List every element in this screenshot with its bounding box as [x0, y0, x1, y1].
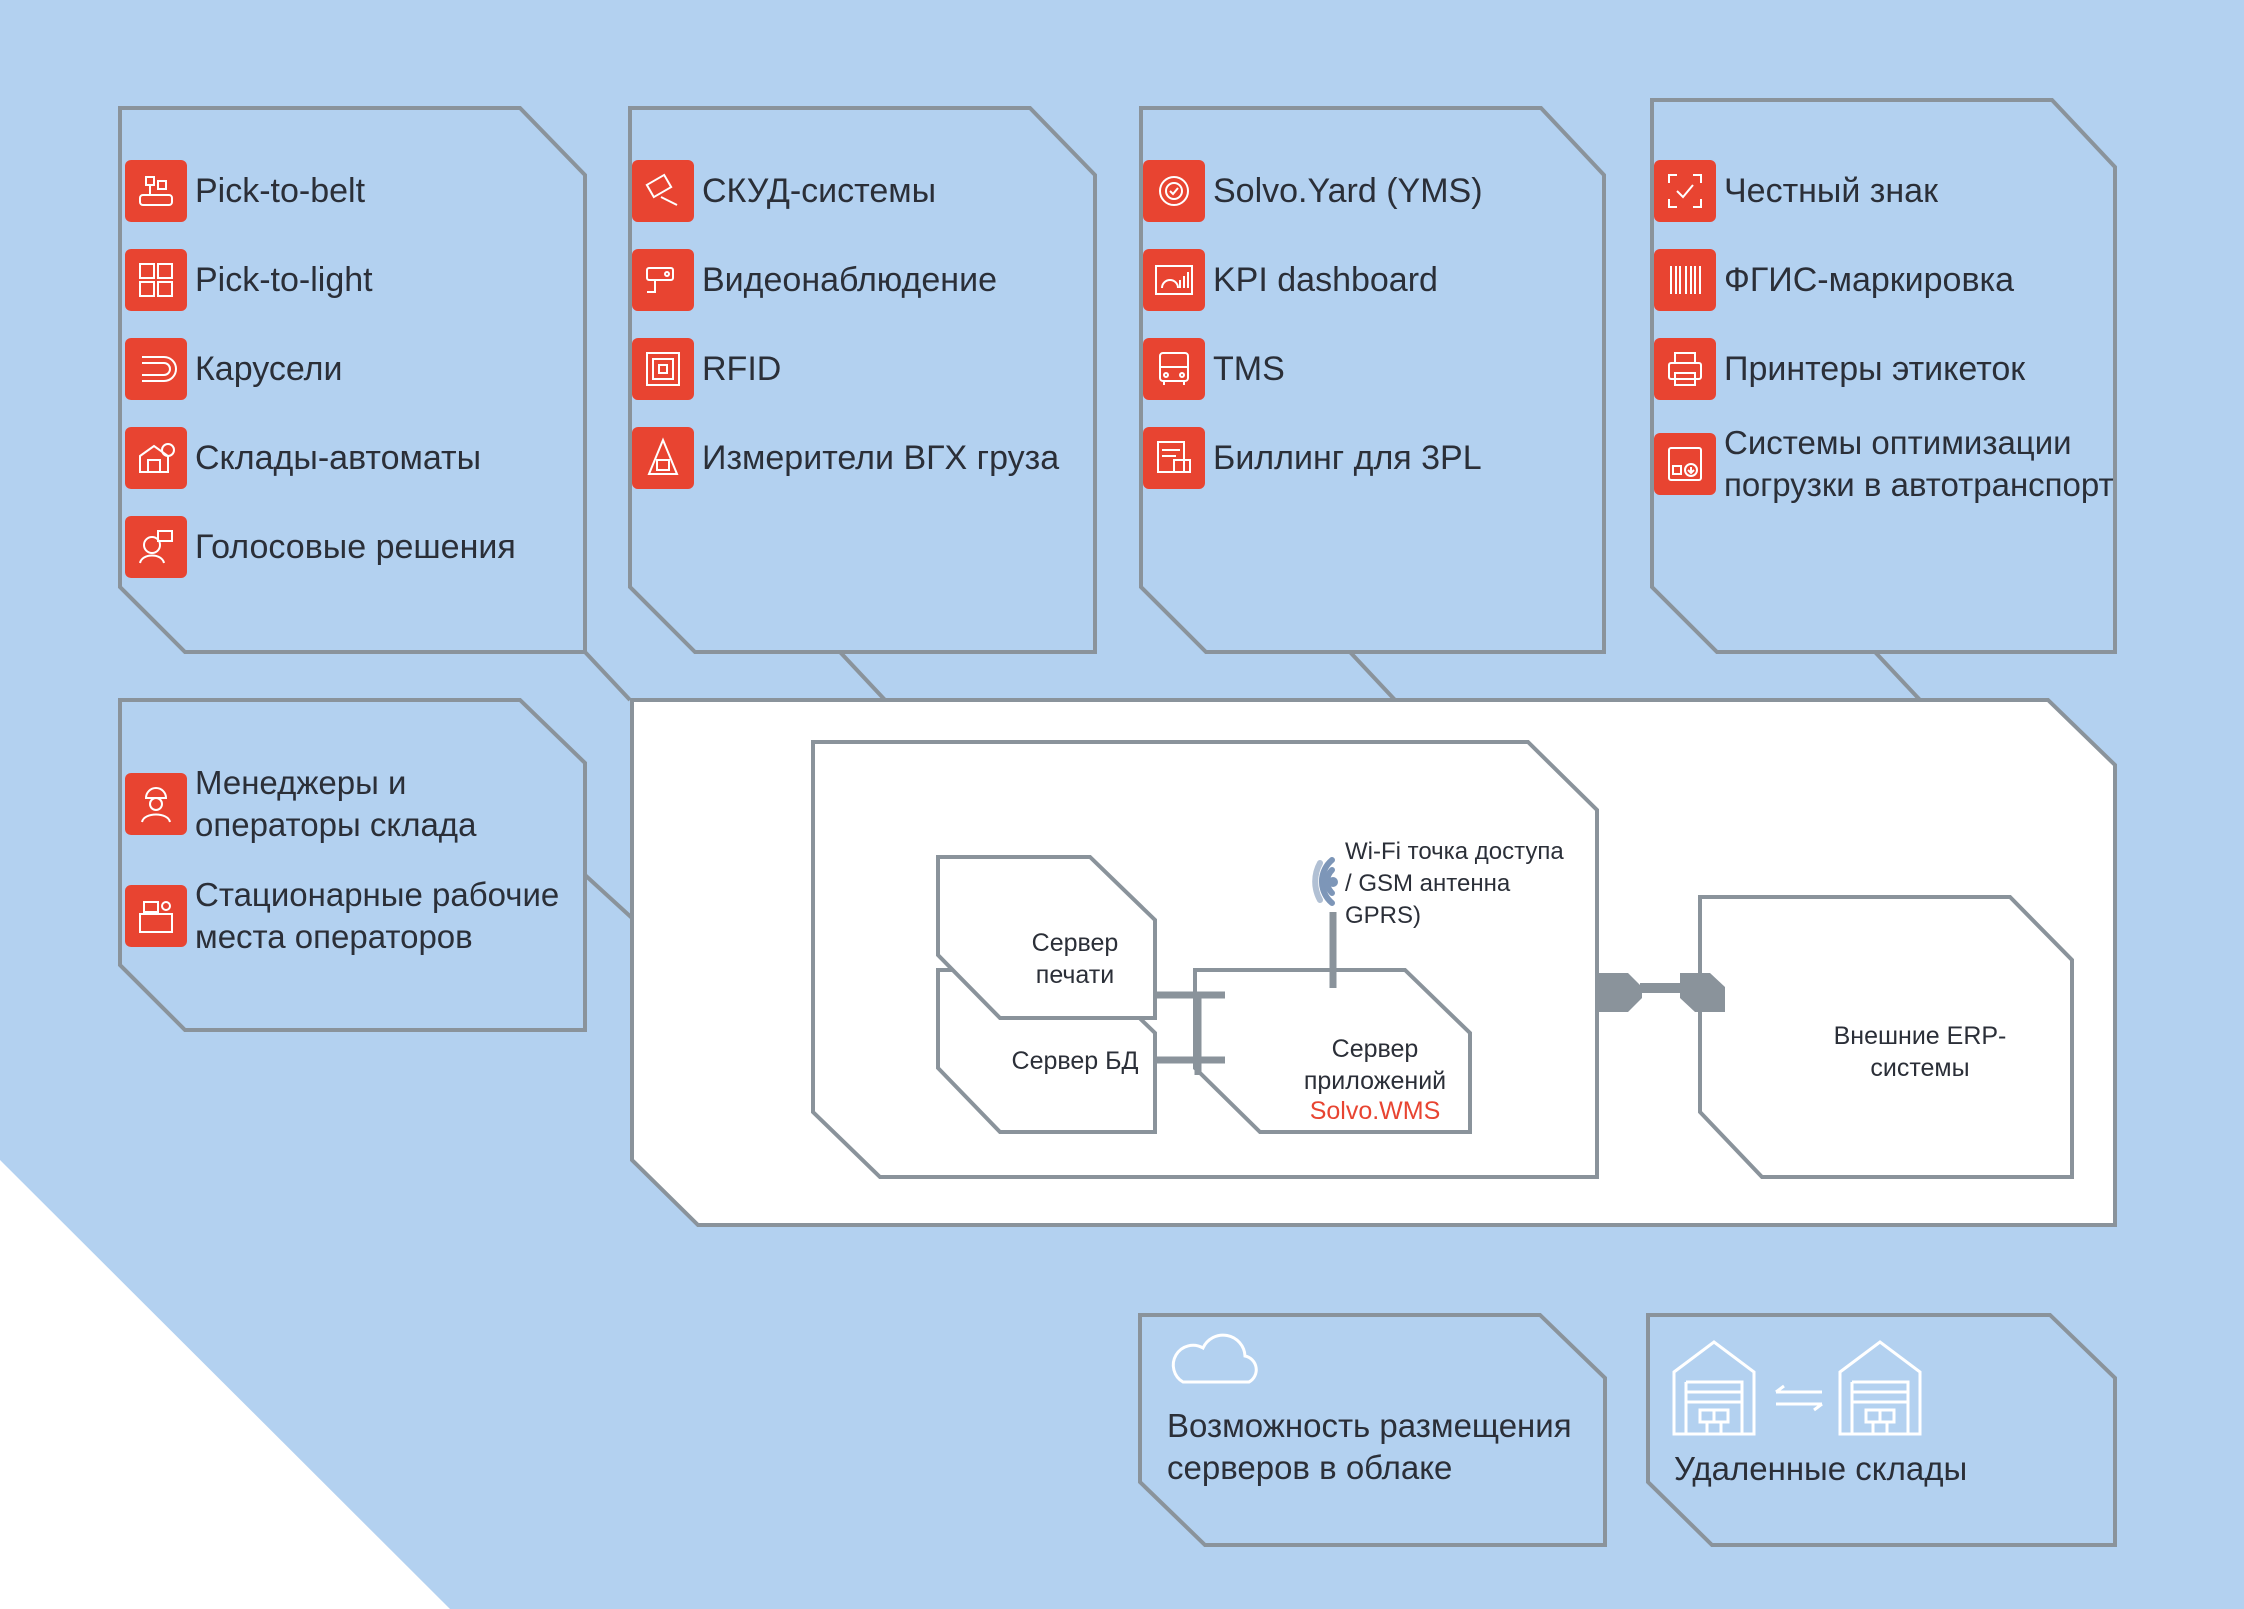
- access-card-icon: [632, 160, 694, 222]
- erp-systems-label: Внешние ERP-системы: [1833, 1022, 2007, 1082]
- integration-item: Карусели: [125, 338, 342, 400]
- carousel-icon: [125, 338, 187, 400]
- item-label: Pick-to-light: [195, 261, 373, 299]
- item-label: Системы оптимизации погрузки в автотранс…: [1724, 424, 2114, 503]
- worker-icon: [125, 773, 187, 835]
- integration-item: Видеонаблюдение: [632, 249, 997, 311]
- gear-check-icon: [1143, 160, 1205, 222]
- loading-box-icon: [1654, 433, 1716, 495]
- item-label: RFID: [702, 350, 782, 388]
- remote-warehouses-icon: [1672, 1340, 1922, 1436]
- dashboard-icon: [1143, 249, 1205, 311]
- integration-item: Честный знак: [1654, 160, 1938, 222]
- rfid-chip-icon: [632, 338, 694, 400]
- wifi-icon: [1312, 857, 1338, 906]
- scan-frame-icon: [1654, 160, 1716, 222]
- integration-item: Голосовые решения: [125, 516, 516, 578]
- truck-icon: [1143, 338, 1205, 400]
- integration-item: Измерители ВГХ груза: [632, 427, 1059, 489]
- barcode-icon: [1654, 249, 1716, 311]
- item-label: KPI dashboard: [1213, 261, 1438, 299]
- item-label: ФГИС-маркировка: [1724, 261, 2015, 299]
- integration-item: Pick-to-belt: [125, 160, 365, 222]
- item-label: Менеджеры и операторы склада: [195, 764, 477, 843]
- automated-warehouse-icon: [125, 427, 187, 489]
- item-label: Карусели: [195, 350, 343, 388]
- integration-item: Менеджеры и операторы склада: [125, 762, 575, 846]
- integration-item: Биллинг для 3PL: [1143, 427, 1482, 489]
- integration-item: Pick-to-light: [125, 249, 373, 311]
- print-server-label: Сервер печати: [1031, 929, 1119, 989]
- printer-icon: [1654, 338, 1716, 400]
- item-label: Принтеры этикеток: [1724, 350, 2026, 388]
- item-label: Голосовые решения: [195, 528, 516, 566]
- item-label: Pick-to-belt: [195, 172, 366, 210]
- item-label: Честный знак: [1724, 172, 1938, 210]
- remote-warehouses-label: Удаленные склады: [1674, 1450, 1968, 1487]
- integration-item: TMS: [1143, 338, 1285, 400]
- item-label: Измерители ВГХ груза: [702, 439, 1060, 477]
- app-server-brand: Solvo.WMS: [1309, 1097, 1441, 1125]
- voice-headset-icon: [125, 516, 187, 578]
- cloud-icon: [1171, 1333, 1258, 1384]
- dimension-meter-icon: [632, 427, 694, 489]
- integration-item: KPI dashboard: [1143, 249, 1438, 311]
- item-label: Видеонаблюдение: [702, 261, 997, 299]
- cloud-hosting-label: Возможность размещения серверов в облаке: [1167, 1407, 1572, 1486]
- integration-item: Склады-автоматы: [125, 427, 481, 489]
- integration-item: Solvo.Yard (YMS): [1143, 160, 1483, 222]
- db-server-label: Сервер БД: [1011, 1047, 1139, 1075]
- integration-item: СКУД-системы: [632, 160, 936, 222]
- app-server-label: Сервер приложений: [1303, 1035, 1447, 1095]
- integration-item: Системы оптимизации погрузки в автотранс…: [1654, 422, 2194, 506]
- camera-icon: [632, 249, 694, 311]
- item-label: Склады-автоматы: [195, 439, 482, 477]
- light-shelves-icon: [125, 249, 187, 311]
- item-label: Биллинг для 3PL: [1213, 439, 1482, 477]
- item-label: TMS: [1213, 350, 1285, 388]
- integration-item: RFID: [632, 338, 781, 400]
- conveyor-belt-icon: [125, 160, 187, 222]
- integration-item: Принтеры этикеток: [1654, 338, 2025, 400]
- billing-icon: [1143, 427, 1205, 489]
- item-label: Solvo.Yard (YMS): [1213, 172, 1483, 210]
- integration-item: ФГИС-маркировка: [1654, 249, 2014, 311]
- integration-item: Стационарные рабочие места операторов: [125, 874, 595, 958]
- item-label: СКУД-системы: [702, 172, 937, 210]
- item-label: Стационарные рабочие места операторов: [195, 876, 560, 955]
- workstation-icon: [125, 885, 187, 947]
- wifi-access-point-label: Wi-Fi точка доступа / GSM антенна GPRS): [1345, 838, 1564, 929]
